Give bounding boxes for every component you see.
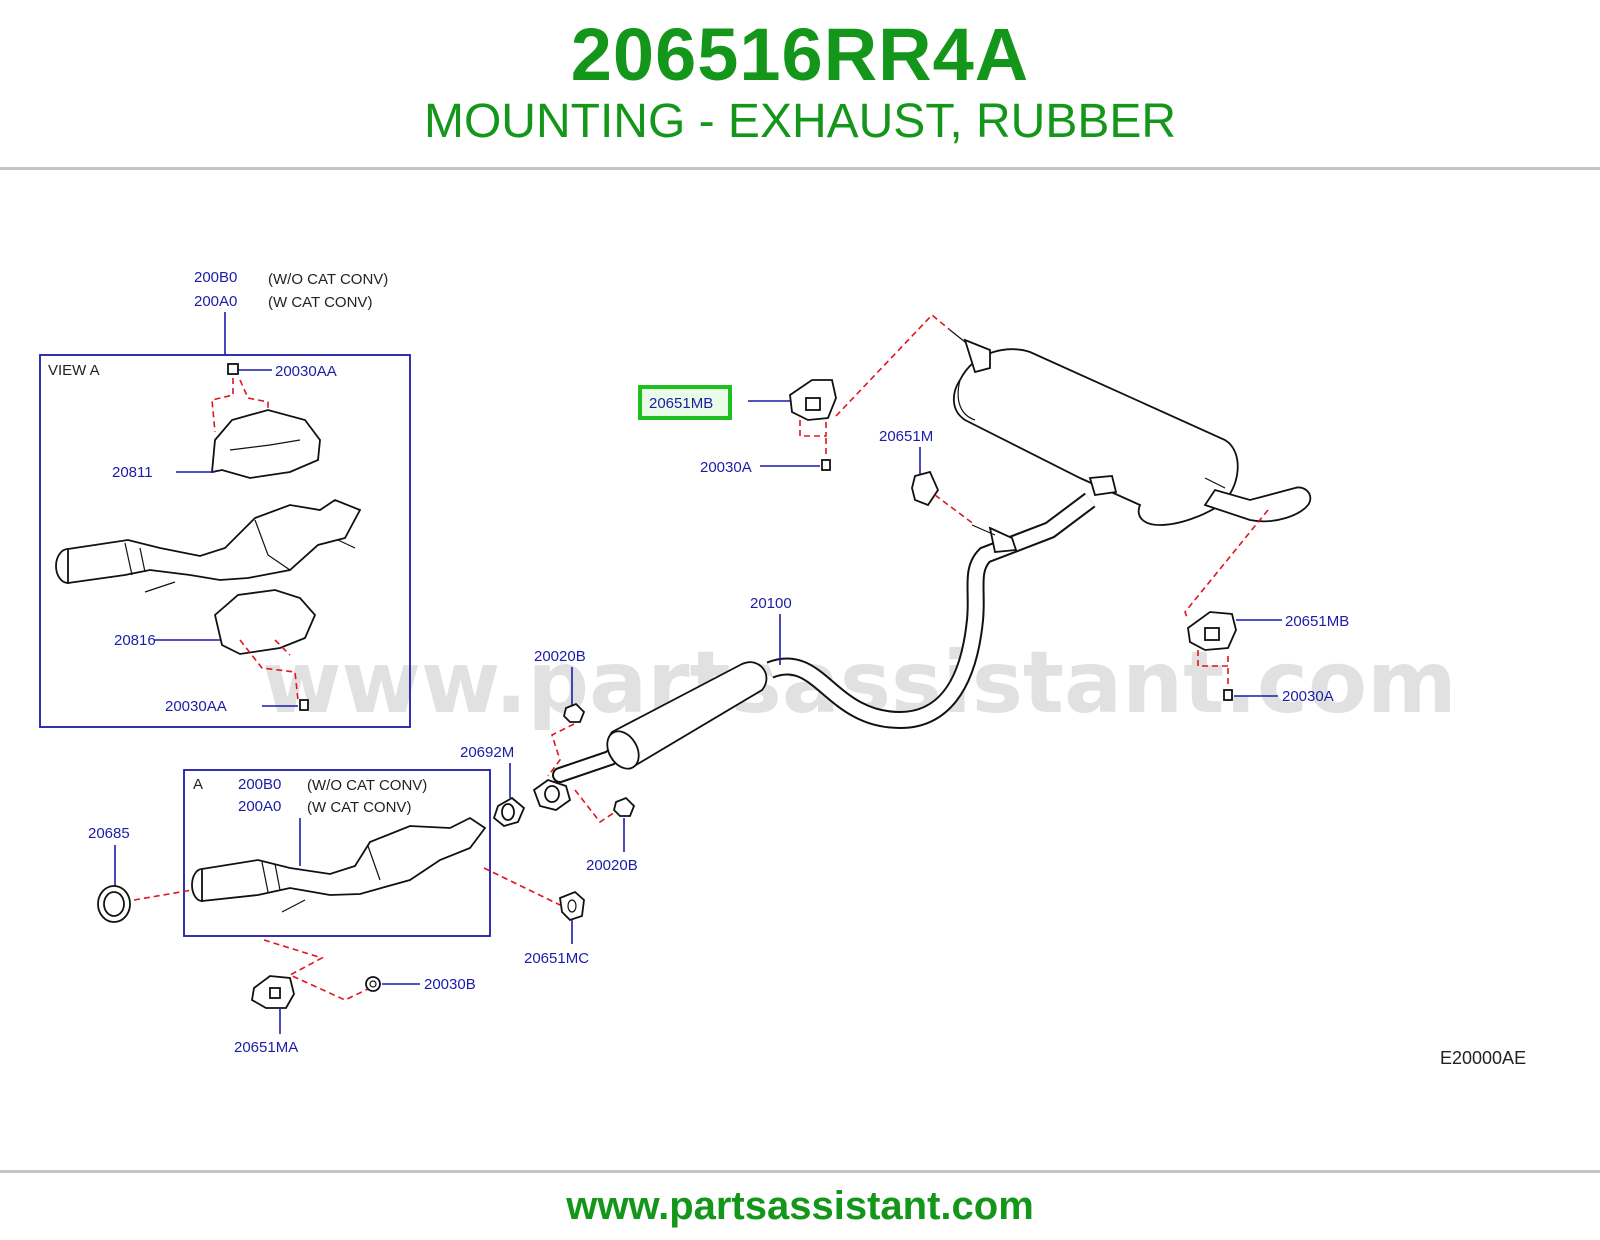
detail-a-code-1[interactable]: 200B0 — [238, 776, 281, 793]
callout-20692m[interactable]: 20692M — [460, 744, 514, 761]
diagram-code: E20000AE — [1440, 1048, 1526, 1068]
view-a-note-2: (W CAT CONV) — [268, 294, 372, 311]
view-a-panel: VIEW A 200B0 (W/O CAT CONV) 200A0 (W CAT… — [39, 269, 411, 728]
callout-20020b-upper[interactable]: 20020B — [534, 648, 586, 665]
detail-a-title: A — [193, 776, 203, 793]
callout-20651mb-highlight[interactable]: 20651MB — [649, 395, 713, 412]
gasket-20692m — [492, 779, 572, 827]
front-pipe-converter — [55, 498, 362, 593]
callout-20651mc[interactable]: 20651MC — [524, 950, 589, 967]
front-pipe-detail — [191, 816, 487, 913]
heat-shield-20816 — [214, 589, 317, 655]
part-description: MOUNTING - EXHAUST, RUBBER — [423, 95, 1177, 148]
view-a-note-1: (W/O CAT CONV) — [268, 271, 388, 288]
center-muffler — [606, 661, 768, 770]
callout-20030aa-bottom[interactable]: 20030AA — [165, 698, 227, 715]
callout-20030aa-top[interactable]: 20030AA — [275, 363, 337, 380]
header-divider — [0, 167, 1600, 170]
detail-a-code-2[interactable]: 200A0 — [238, 798, 281, 815]
footer-url[interactable]: www.partsassistant.com — [566, 1184, 1034, 1228]
bolt-icon — [227, 363, 239, 375]
rubber-mount-20651mb-rear — [1187, 611, 1237, 651]
callout-20811[interactable]: 20811 — [112, 464, 153, 481]
part-number-title: 206516RR4A — [570, 13, 1030, 96]
callout-20020b-lower[interactable]: 20020B — [586, 857, 638, 874]
footer-divider — [0, 1170, 1600, 1173]
rubber-mount-20651mc — [559, 890, 585, 922]
detail-a-panel: A 200B0 (W/O CAT CONV) 200A0 (W CAT CONV… — [183, 769, 491, 937]
view-a-title: VIEW A — [48, 362, 100, 379]
callout-20685[interactable]: 20685 — [88, 825, 130, 842]
view-a-code-2[interactable]: 200A0 — [194, 293, 237, 310]
rubber-mount-20651m — [911, 470, 940, 507]
bolt-icon — [821, 459, 831, 471]
detail-a-note-1: (W/O CAT CONV) — [307, 777, 427, 794]
page-header: 206516RR4A MOUNTING - EXHAUST, RUBBER — [0, 0, 1600, 168]
rubber-mount-20651ma — [251, 975, 295, 1009]
callout-20651mb-rear[interactable]: 20651MB — [1285, 613, 1349, 630]
callout-20100[interactable]: 20100 — [750, 595, 792, 612]
rubber-mount-20651mb — [789, 379, 837, 421]
detail-a-note-2: (W CAT CONV) — [307, 799, 411, 816]
nut-icon — [613, 796, 636, 817]
callout-20816[interactable]: 20816 — [114, 632, 156, 649]
nut-icon — [563, 702, 586, 723]
highlighted-callout-20651mb[interactable]: 20651MB — [638, 385, 732, 420]
bolt-icon — [299, 699, 309, 711]
callout-20651m[interactable]: 20651M — [879, 428, 933, 445]
callout-20651ma[interactable]: 20651MA — [234, 1039, 298, 1056]
clamp-20685 — [97, 885, 131, 923]
callout-20030a-rear[interactable]: 20030A — [1282, 688, 1334, 705]
nut-icon — [365, 976, 381, 992]
callout-20030b[interactable]: 20030B — [424, 976, 476, 993]
view-a-code-1[interactable]: 200B0 — [194, 269, 237, 286]
rear-muffler — [949, 329, 1312, 526]
callout-20030a-top[interactable]: 20030A — [700, 459, 752, 476]
heat-shield-20811 — [210, 409, 321, 479]
main-exhaust-system — [492, 329, 1312, 827]
bolt-icon — [1223, 689, 1233, 701]
